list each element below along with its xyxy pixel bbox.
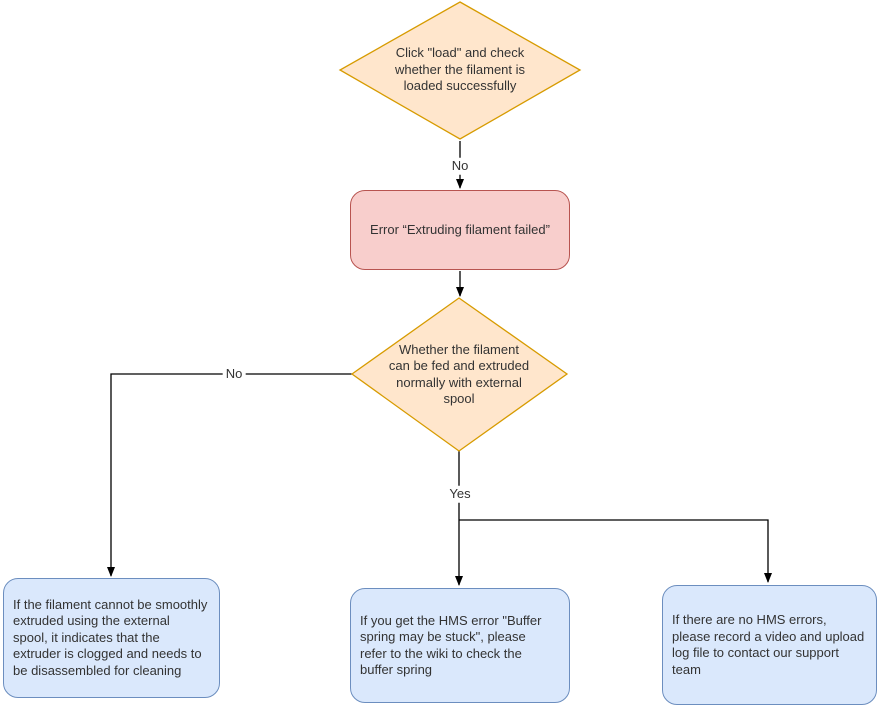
node-clogged-result: If the filament cannot be smoothly extru… — [3, 578, 220, 698]
edge-label-yes: Yes — [446, 485, 474, 503]
decision-external-spool-label: Whether the filament can be fed and extr… — [388, 341, 530, 407]
node-error-extruding-failed: Error “Extruding filament failed” — [350, 190, 570, 270]
node-buffer-spring-result: If you get the HMS error "Buffer spring … — [350, 588, 570, 703]
edge-label-no-1: No — [448, 157, 472, 175]
node-error-extruding-failed-label: Error “Extruding filament failed” — [370, 221, 550, 237]
decision-check-load-shape — [338, 1, 582, 140]
decision-external-spool-shape — [350, 297, 569, 452]
node-support-result: If there are no HMS errors, please recor… — [662, 585, 877, 705]
node-buffer-spring-result-label: If you get the HMS error "Buffer spring … — [360, 612, 542, 678]
node-clogged-result-label: If the filament cannot be smoothly extru… — [13, 596, 208, 678]
edge-no-to-clogged — [107, 373, 352, 577]
node-support-result-label: If there are no HMS errors, please recor… — [672, 612, 865, 677]
decision-check-load-label: Click "load" and check whether the filam… — [394, 45, 526, 94]
edge-label-no-2: No — [222, 365, 246, 383]
edge-yes-branch-to-support — [459, 519, 772, 583]
